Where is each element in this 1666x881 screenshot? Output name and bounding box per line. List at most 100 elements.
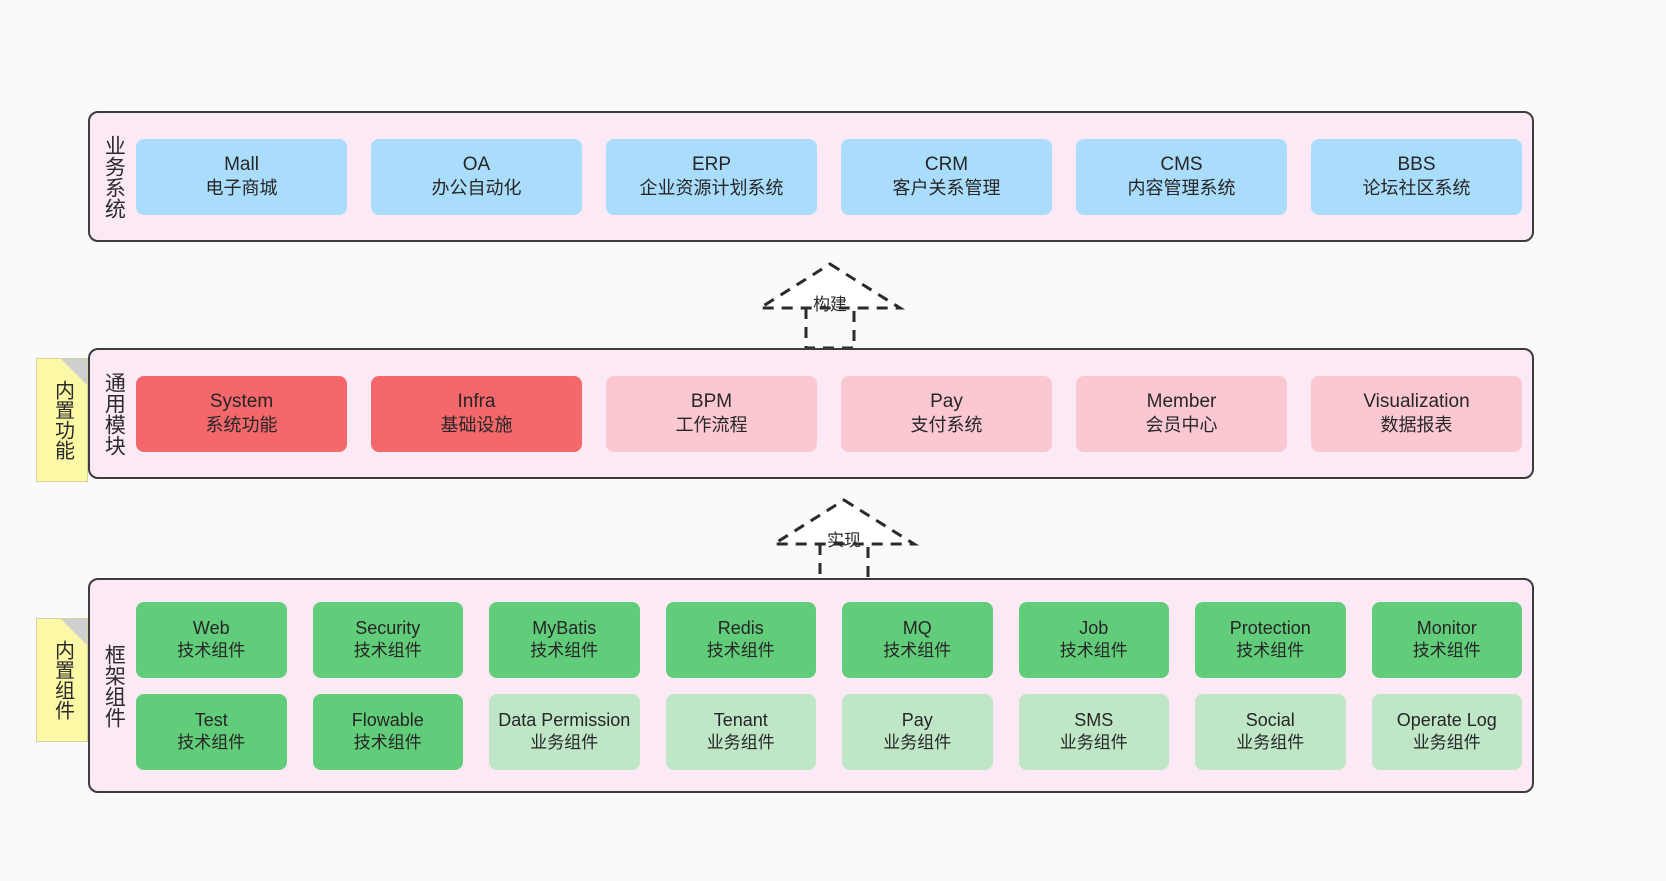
card-title-cn: 技术组件 [353, 641, 422, 661]
card-title-cn: 技术组件 [1412, 641, 1481, 661]
card-title-cn: 数据报表 [1380, 415, 1453, 436]
card-title-cn: 技术组件 [883, 641, 952, 661]
card-title-en: CMS [1160, 153, 1203, 175]
card-erp[interactable]: ERP 企业资源计划系统 [606, 138, 817, 215]
connector-implement-label: 实现 [827, 531, 861, 550]
card-title-cn: 技术组件 [706, 641, 775, 661]
card-title-en: ERP [691, 153, 732, 175]
card-title-en: BBS [1397, 153, 1436, 175]
layer-business-systems: 业务系统 Mall 电子商城 OA 办公自动化 ERP 企业资源计划系统 CRM… [88, 111, 1534, 242]
card-sms[interactable]: SMS 业务组件 [1018, 693, 1169, 770]
connector-implement: 实现 [766, 494, 922, 586]
card-tenant[interactable]: Tenant 业务组件 [665, 693, 816, 770]
card-title-en: Job [1079, 618, 1109, 639]
card-title-cn: 业务组件 [706, 733, 775, 753]
card-title-cn: 支付系统 [910, 415, 983, 436]
card-member[interactable]: Member 会员中心 [1076, 375, 1287, 452]
card-title-en: Mall [224, 153, 259, 175]
note-builtin-components: 内置组件 [36, 618, 88, 742]
card-title-cn: 论坛社区系统 [1362, 178, 1471, 199]
card-flowable[interactable]: Flowable 技术组件 [312, 693, 463, 770]
card-title-en: CRM [924, 153, 969, 175]
note-builtin-features: 内置功能 [36, 358, 88, 482]
card-bbs[interactable]: BBS 论坛社区系统 [1311, 138, 1522, 215]
card-title-cn: 业务组件 [1059, 733, 1128, 753]
card-title-cn: 业务组件 [1236, 733, 1305, 753]
card-title-en: Tenant [713, 710, 768, 731]
card-title-en: Operate Log [1396, 710, 1497, 731]
card-test[interactable]: Test 技术组件 [136, 693, 287, 770]
card-title-cn: 技术组件 [1236, 641, 1305, 661]
card-title-en: Pay [901, 710, 933, 731]
card-title-cn: 企业资源计划系统 [639, 178, 784, 199]
card-title-cn: 技术组件 [530, 641, 599, 661]
card-bpm[interactable]: BPM 工作流程 [606, 375, 817, 452]
layer-title-business: 业务系统 [102, 134, 126, 219]
card-operate-log[interactable]: Operate Log 业务组件 [1371, 693, 1522, 770]
card-title-cn: 电子商城 [205, 178, 278, 199]
card-social[interactable]: Social 业务组件 [1195, 693, 1346, 770]
card-cms[interactable]: CMS 内容管理系统 [1076, 138, 1287, 215]
card-data-permission[interactable]: Data Permission 业务组件 [489, 693, 640, 770]
note-label: 内置组件 [51, 640, 74, 720]
card-title-en: Web [192, 618, 230, 639]
card-title-cn: 内容管理系统 [1127, 178, 1236, 199]
card-title-cn: 技术组件 [353, 733, 422, 753]
card-job[interactable]: Job 技术组件 [1018, 601, 1169, 678]
card-title-en: OA [462, 153, 491, 175]
card-pay-module[interactable]: Pay 支付系统 [841, 375, 1052, 452]
card-title-cn: 客户关系管理 [892, 178, 1001, 199]
layer-common-modules: 通用模块 System 系统功能 Infra 基础设施 BPM 工作流程 Pay… [88, 348, 1534, 479]
card-crm[interactable]: CRM 客户关系管理 [841, 138, 1052, 215]
card-title-en: Test [194, 710, 228, 731]
card-oa[interactable]: OA 办公自动化 [371, 138, 582, 215]
card-title-en: Pay [930, 390, 963, 412]
card-title-cn: 办公自动化 [431, 178, 522, 199]
card-title-cn: 基础设施 [440, 415, 513, 436]
note-fold-icon [61, 619, 87, 645]
card-title-en: Visualization [1363, 390, 1470, 412]
card-redis[interactable]: Redis 技术组件 [665, 601, 816, 678]
framework-row-tech: Web 技术组件 Security 技术组件 MyBatis 技术组件 Redi… [136, 601, 1522, 678]
card-title-en: Member [1146, 390, 1217, 412]
card-title-cn: 系统功能 [205, 415, 278, 436]
card-title-cn: 业务组件 [1412, 733, 1481, 753]
card-infra[interactable]: Infra 基础设施 [371, 375, 582, 452]
layer-title-framework: 框架组件 [102, 643, 126, 728]
connector-build: 构建 [752, 258, 908, 350]
card-mall[interactable]: Mall 电子商城 [136, 138, 347, 215]
card-pay-component[interactable]: Pay 业务组件 [842, 693, 993, 770]
card-title-en: MQ [902, 618, 932, 639]
card-mybatis[interactable]: MyBatis 技术组件 [489, 601, 640, 678]
layer-framework-components: 框架组件 Web 技术组件 Security 技术组件 MyBatis 技术组件… [88, 578, 1534, 793]
card-title-en: Flowable [351, 710, 424, 731]
card-system[interactable]: System 系统功能 [136, 375, 347, 452]
card-monitor[interactable]: Monitor 技术组件 [1371, 601, 1522, 678]
card-title-cn: 工作流程 [675, 415, 748, 436]
card-title-en: Infra [457, 390, 496, 412]
card-title-cn: 会员中心 [1145, 415, 1218, 436]
layer-title-common: 通用模块 [102, 371, 126, 456]
connector-build-label: 构建 [813, 295, 847, 314]
card-web[interactable]: Web 技术组件 [136, 601, 287, 678]
card-title-en: Protection [1229, 618, 1311, 639]
card-title-en: System [209, 390, 274, 412]
card-title-cn: 业务组件 [883, 733, 952, 753]
card-title-en: Monitor [1416, 618, 1477, 639]
card-title-en: Social [1245, 710, 1295, 731]
card-title-en: MyBatis [532, 618, 597, 639]
card-title-en: BPM [690, 390, 733, 412]
card-title-en: Redis [717, 618, 764, 639]
card-title-cn: 技术组件 [177, 733, 246, 753]
card-visualization[interactable]: Visualization 数据报表 [1311, 375, 1522, 452]
card-mq[interactable]: MQ 技术组件 [842, 601, 993, 678]
card-title-en: SMS [1074, 710, 1114, 731]
card-title-en: Security [355, 618, 421, 639]
card-title-cn: 技术组件 [1059, 641, 1128, 661]
card-protection[interactable]: Protection 技术组件 [1195, 601, 1346, 678]
card-title-cn: 业务组件 [530, 733, 599, 753]
note-label: 内置功能 [51, 380, 74, 460]
card-security[interactable]: Security 技术组件 [312, 601, 463, 678]
card-title-en: Data Permission [498, 710, 631, 731]
